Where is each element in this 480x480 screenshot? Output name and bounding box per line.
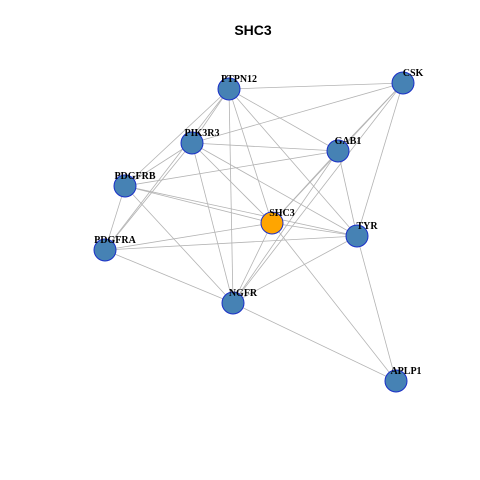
edge-ptpn12-gab1 xyxy=(228,88,339,152)
edge-tyr-ngfr xyxy=(232,235,358,304)
node-label-ngfr: NGFR xyxy=(229,288,258,299)
edge-pik3r3-pdgfrb xyxy=(124,142,193,187)
node-tyr xyxy=(345,224,369,248)
edge-pik3r3-pdgfra xyxy=(104,142,193,251)
node-ngfr xyxy=(221,291,245,315)
edge-shc3-aplp1 xyxy=(271,222,397,382)
node-pik3r3 xyxy=(180,131,204,155)
edge-pik3r3-gab1 xyxy=(191,142,339,152)
node-label-aplp1: APLP1 xyxy=(390,366,421,377)
edge-tyr-pdgfra xyxy=(104,235,358,251)
edge-gab1-tyr xyxy=(337,150,358,237)
node-gab1 xyxy=(326,139,350,163)
edge-gab1-shc3 xyxy=(271,150,339,224)
node-pdgfra xyxy=(93,238,117,262)
edge-csk-ngfr xyxy=(232,82,404,304)
edge-tyr-aplp1 xyxy=(356,235,397,382)
node-aplp1 xyxy=(384,369,408,393)
edge-ptpn12-pdgfrb xyxy=(124,88,230,187)
edge-pdgfra-ngfr xyxy=(104,249,234,304)
node-label-pdgfrb: PDGFRB xyxy=(114,171,155,182)
node-label-pik3r3: PIK3R3 xyxy=(185,128,220,139)
node-shc3 xyxy=(260,211,284,235)
edge-pdgfrb-ngfr xyxy=(124,185,234,304)
edges-layer xyxy=(104,82,404,382)
edge-pdgfrb-tyr xyxy=(124,185,358,237)
nodes-layer xyxy=(93,71,415,393)
edge-ptpn12-csk xyxy=(228,82,404,90)
edge-ptpn12-tyr xyxy=(228,88,358,237)
edge-pdgfrb-shc3 xyxy=(124,185,273,224)
edge-csk-tyr xyxy=(356,82,404,237)
edge-csk-pik3r3 xyxy=(191,82,404,144)
edge-shc3-pdgfra xyxy=(104,222,273,251)
graph-title: SHC3 xyxy=(234,22,272,38)
edge-ptpn12-shc3 xyxy=(228,88,273,224)
edge-shc3-tyr xyxy=(271,222,358,237)
node-label-gab1: GAB1 xyxy=(335,136,362,147)
node-label-ptpn12: PTPN12 xyxy=(221,74,257,85)
edge-pik3r3-shc3 xyxy=(191,142,273,224)
edge-pik3r3-tyr xyxy=(191,142,358,237)
edge-ptpn12-pdgfra xyxy=(104,88,230,251)
edge-gab1-pdgfrb xyxy=(124,150,339,187)
node-csk xyxy=(391,71,415,95)
node-label-pdgfra: PDGFRA xyxy=(94,235,136,246)
node-pdgfrb xyxy=(113,174,137,198)
edge-ptpn12-ngfr xyxy=(228,88,234,304)
node-ptpn12 xyxy=(217,77,241,101)
edge-gab1-ngfr xyxy=(232,150,339,304)
edge-ngfr-aplp1 xyxy=(232,302,397,382)
node-label-tyr: TYR xyxy=(356,221,378,232)
edge-pik3r3-ngfr xyxy=(191,142,234,304)
node-label-csk: CSK xyxy=(403,68,424,79)
node-label-shc3: SHC3 xyxy=(269,208,295,219)
edge-shc3-ngfr xyxy=(232,222,273,304)
